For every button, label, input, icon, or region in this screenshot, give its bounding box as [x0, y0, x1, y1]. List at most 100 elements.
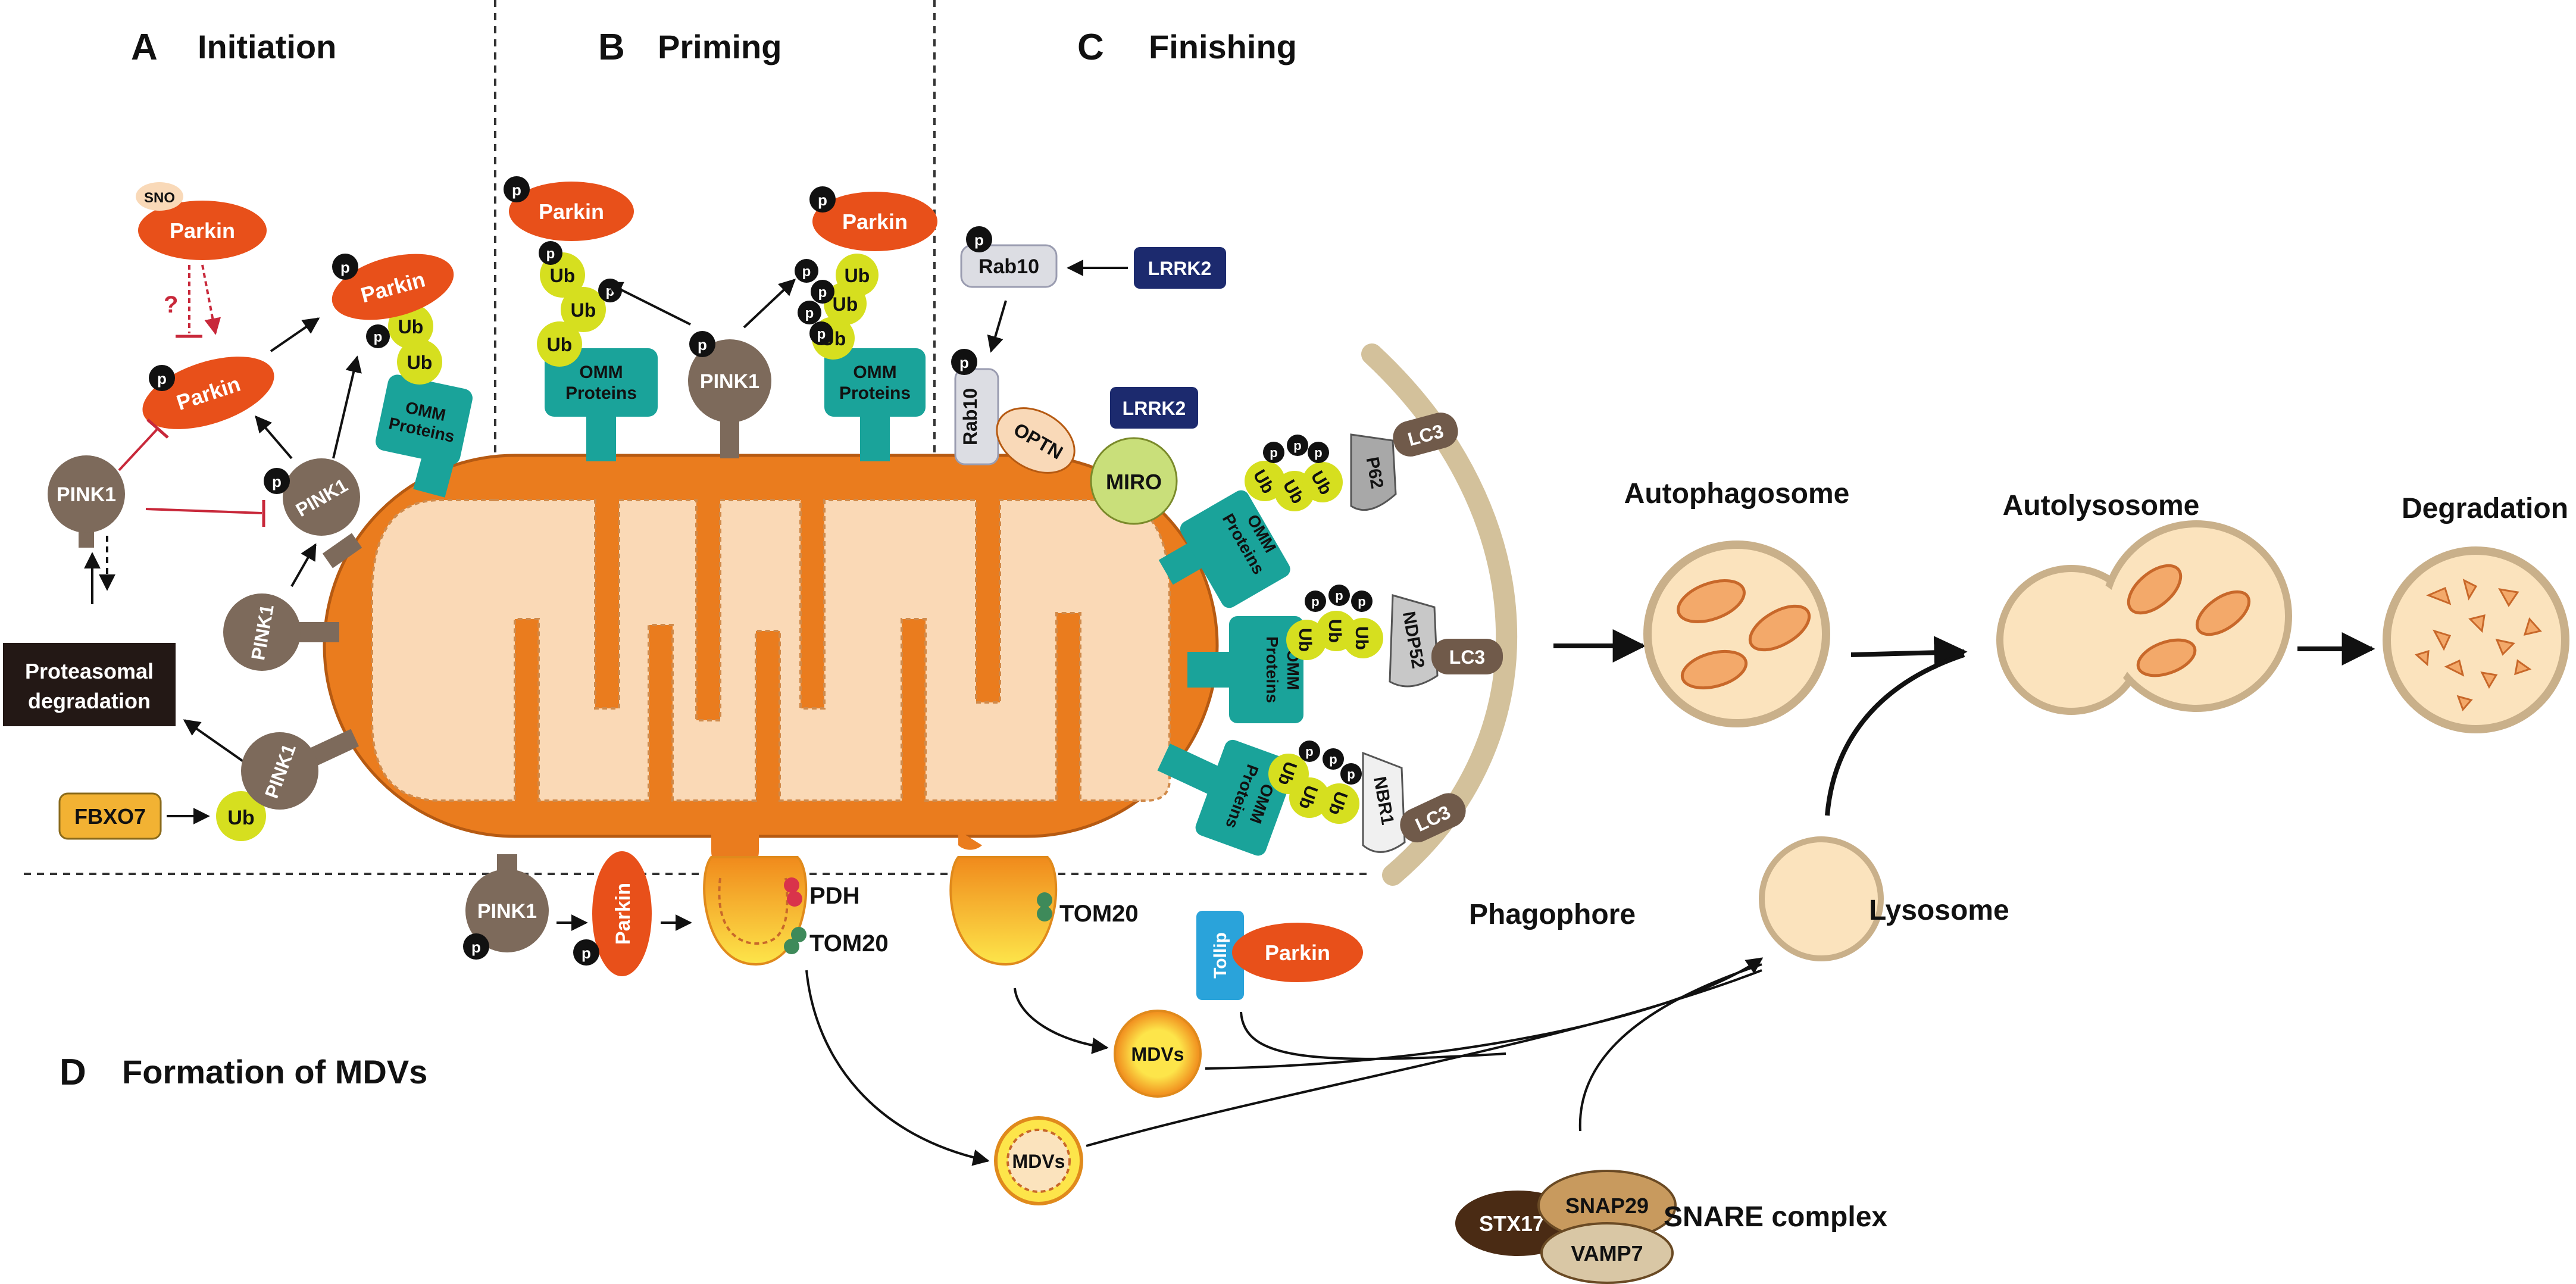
svg-text:p: p — [805, 305, 814, 321]
svg-text:VAMP7: VAMP7 — [1571, 1241, 1643, 1266]
rab10-top: Rab10 p — [960, 226, 1058, 288]
panel-c-label: Finishing — [1149, 28, 1297, 65]
vamp7 — [1540, 1222, 1674, 1284]
svg-text:p: p — [582, 944, 591, 962]
tom20-label-2: TOM20 — [1059, 901, 1139, 927]
receptor-nbr1: OMM Proteins Ub Ub Ub p p p NBR1 LC3 — [1157, 739, 1466, 856]
svg-text:p: p — [272, 473, 282, 491]
miro: MIRO — [1090, 437, 1178, 525]
panel-c-title: C Finishing — [1077, 27, 1297, 68]
degradation-vesicle — [2383, 546, 2569, 733]
svg-text:p: p — [157, 370, 167, 388]
svg-text:Ub: Ub — [1325, 619, 1345, 643]
svg-text:Ub: Ub — [845, 265, 870, 286]
svg-text:p: p — [1311, 594, 1319, 609]
ndp52-adaptor — [1389, 594, 1439, 688]
svg-text:Proteins: Proteins — [839, 383, 911, 403]
pink1-free-label: PINK1 — [57, 483, 116, 506]
svg-text:OMM: OMM — [853, 363, 896, 382]
parkin-mdv: Parkin p — [573, 851, 652, 976]
lysosome — [1759, 836, 1884, 961]
panel-a-letter: A — [131, 27, 158, 68]
svg-text:p: p — [1347, 767, 1355, 782]
panel-b-label: Priming — [658, 28, 781, 65]
svg-text:STX17: STX17 — [1479, 1211, 1545, 1236]
svg-text:Parkin: Parkin — [842, 210, 908, 234]
svg-text:Ub: Ub — [1352, 626, 1371, 650]
svg-text:p: p — [1358, 594, 1365, 609]
svg-text:MDVs: MDVs — [1012, 1151, 1065, 1172]
tollip-parkin: Tollip Parkin — [1196, 911, 1363, 1000]
svg-text:LRRK2: LRRK2 — [1123, 398, 1186, 419]
panel-b-title: B Priming — [598, 27, 781, 68]
lrrk2-top: LRRK2 — [1134, 247, 1226, 289]
svg-text:Ub: Ub — [1295, 628, 1315, 652]
rab10-membrane: Rab10 p — [951, 349, 999, 466]
svg-text:Parkin: Parkin — [612, 883, 634, 945]
panel-c-letter: C — [1077, 27, 1104, 68]
svg-text:Rab10: Rab10 — [959, 388, 981, 445]
svg-text:p: p — [698, 336, 707, 354]
snare-label: SNARE complex — [1664, 1201, 1887, 1233]
mdv-vesicle-1: MDVs — [1114, 1010, 1202, 1098]
mito-in-autophagosome — [1677, 579, 1746, 623]
proteasomal-degradation-box: Proteasomal degradation — [3, 643, 176, 726]
sno-tag — [136, 182, 183, 211]
svg-text:Ub: Ub — [227, 807, 254, 829]
pink1-priming: PINK1 p — [688, 331, 771, 458]
svg-text:Ub: Ub — [550, 265, 576, 286]
mdv-bud-2 — [949, 856, 1058, 966]
panel-d-label: Formation of MDVs — [122, 1053, 427, 1091]
autophagosome-label: Autophagosome — [1624, 478, 1850, 510]
snare-complex: STX17 SNAP29 VAMP7 — [1455, 1170, 1677, 1284]
ub-fbxo7 — [216, 791, 266, 841]
panel-d-title: D Formation of MDVs — [60, 1052, 427, 1093]
autolysosome-label: Autolysosome — [2003, 490, 2200, 521]
svg-text:p: p — [1293, 438, 1301, 453]
svg-text:FBXO7: FBXO7 — [74, 804, 146, 829]
parkin-phospho-a: Parkin p — [142, 357, 274, 429]
svg-text:p: p — [1270, 445, 1277, 460]
svg-text:p: p — [959, 354, 969, 371]
panel-b-letter: B — [598, 27, 625, 68]
mdv-bud-1 — [703, 856, 808, 966]
svg-text:SNAP29: SNAP29 — [1565, 1194, 1649, 1218]
receptor-p62: OMM Proteins Ub Ub Ub p p p P62 LC3 — [1158, 413, 1458, 608]
pink1-free-body — [48, 455, 125, 533]
svg-text:p: p — [818, 285, 827, 301]
question-mark: ? — [164, 292, 178, 318]
panel-d-letter: D — [60, 1052, 86, 1093]
svg-text:MDVs: MDVs — [1131, 1044, 1184, 1065]
svg-text:p: p — [974, 231, 984, 249]
svg-text:p: p — [818, 191, 827, 209]
svg-text:PINK1: PINK1 — [700, 370, 759, 393]
svg-text:p: p — [340, 258, 350, 276]
svg-text:Ub: Ub — [407, 352, 433, 373]
tom20-label-1: TOM20 — [809, 930, 889, 957]
svg-text:Ub: Ub — [547, 334, 573, 355]
svg-text:p: p — [1329, 752, 1337, 767]
phagophore-label: Phagophore — [1469, 899, 1636, 930]
svg-text:p: p — [546, 246, 555, 262]
svg-text:Proteins: Proteins — [565, 383, 637, 403]
fbxo7-box: FBXO7 — [58, 792, 162, 840]
p62-adaptor — [1350, 433, 1397, 511]
mitochondrion — [323, 454, 1219, 875]
svg-text:PINK1: PINK1 — [477, 900, 537, 923]
autophagosome — [1643, 541, 1830, 727]
svg-text:p: p — [802, 264, 811, 280]
svg-text:Ub: Ub — [398, 316, 424, 338]
svg-text:SNO: SNO — [144, 190, 175, 206]
svg-text:Ub: Ub — [833, 293, 858, 315]
lrrk2-membrane: LRRK2 — [1110, 387, 1198, 429]
svg-text:OMM: OMM — [579, 363, 623, 382]
degraded-fragments — [2414, 579, 2542, 711]
pink1-membrane-lower: PINK1 — [241, 729, 359, 810]
svg-text:p: p — [817, 326, 826, 342]
pink1-membrane-middle: PINK1 — [223, 593, 339, 671]
mdv-vesicle-2: MDVs — [994, 1116, 1083, 1205]
lysosome-label: Lysosome — [1869, 895, 2009, 926]
panel-a-label: Initiation — [198, 28, 336, 65]
svg-text:LC3: LC3 — [1449, 646, 1485, 668]
